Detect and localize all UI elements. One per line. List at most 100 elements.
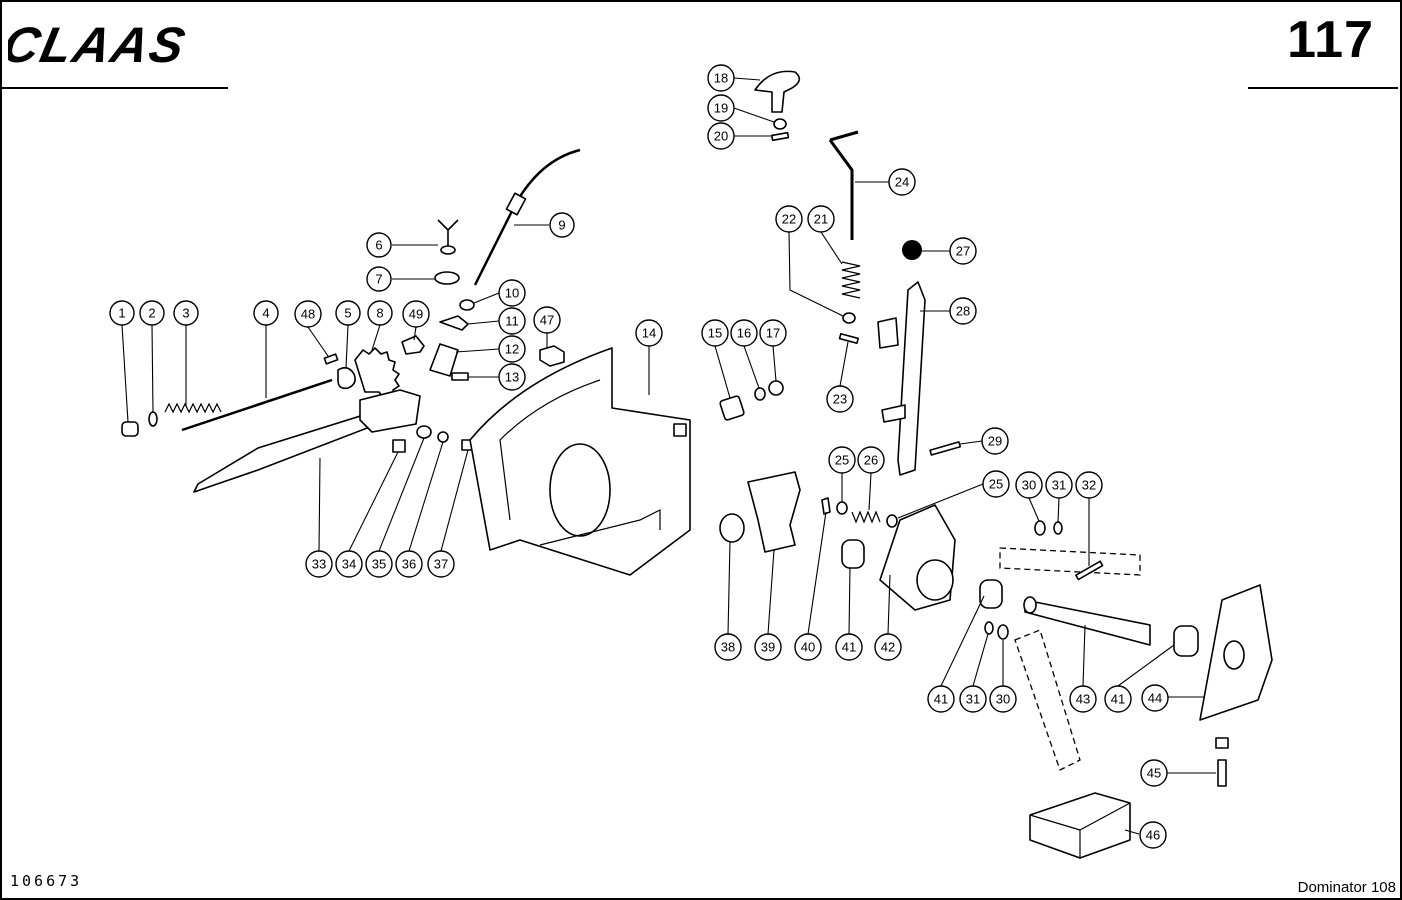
callout-31b: 31 [959,685,987,713]
svg-text:10: 10 [505,286,519,301]
callouts: 1 2 3 4 5 6 7 8 9 10 11 12 13 14 15 16 1… [109,64,1169,849]
svg-text:30: 30 [1022,478,1036,493]
callout-29: 29 [981,427,1009,455]
svg-text:4: 4 [262,306,269,321]
callout-46: 46 [1139,821,1167,849]
part-2-ring [148,411,158,427]
svg-text:14: 14 [642,326,656,341]
svg-text:39: 39 [761,640,775,655]
callout-4: 4 [253,300,279,326]
svg-text:41: 41 [842,640,856,655]
svg-text:38: 38 [721,640,735,655]
svg-text:27: 27 [956,244,970,259]
part-41b-bushing [979,579,1003,609]
svg-text:16: 16 [737,326,751,341]
part-33-lever [193,407,389,493]
callout-17: 17 [759,319,787,347]
callout-44: 44 [1141,684,1169,712]
part-drawings [121,70,1273,859]
svg-text:24: 24 [895,175,909,190]
part-3-spring [164,402,222,414]
part-25a-washer [836,501,848,515]
part-26-spring [851,510,881,524]
svg-text:36: 36 [402,557,416,572]
callout-36: 36 [395,550,423,578]
callout-14: 14 [635,319,663,347]
dashed-shaft [999,547,1141,576]
part-45-bolt [1215,737,1229,787]
part-25b-washer [886,514,898,528]
part-24-rod [828,130,859,240]
callout-39: 39 [754,633,782,661]
callout-25b: 25 [982,470,1010,498]
svg-text:6: 6 [375,238,382,253]
part-31a-washer [1053,521,1063,535]
callout-33: 33 [305,550,333,578]
callout-22: 22 [775,205,803,233]
part-10-nut [459,299,475,311]
svg-text:7: 7 [375,272,382,287]
svg-text:40: 40 [801,640,815,655]
callout-41a: 41 [835,633,863,661]
part-22-nut [842,312,856,324]
part-41c-bushing [1173,625,1199,657]
svg-text:11: 11 [505,314,519,329]
svg-text:21: 21 [814,212,828,227]
svg-text:13: 13 [505,370,519,385]
part-36-washer [437,431,449,443]
svg-text:17: 17 [766,326,780,341]
svg-text:42: 42 [881,640,895,655]
part-17-nut [768,380,784,396]
callout-24: 24 [888,168,916,196]
callout-34: 34 [335,550,363,578]
svg-text:22: 22 [782,212,796,227]
svg-text:30: 30 [996,692,1010,707]
callout-18: 18 [707,64,735,92]
callout-7: 7 [366,266,392,292]
part-46-edge [1029,814,1081,831]
callout-41c: 41 [1104,685,1132,713]
svg-text:43: 43 [1076,692,1090,707]
part-14-stud [673,423,687,437]
part-14-base [539,509,661,546]
svg-text:28: 28 [956,304,970,319]
callout-27: 27 [949,237,977,265]
callout-43: 43 [1069,685,1097,713]
svg-text:45: 45 [1147,766,1161,781]
svg-text:2: 2 [148,306,155,321]
part-12-clevis [429,343,459,377]
drawing-number: 106673 [10,872,83,890]
callout-35: 35 [365,550,393,578]
claas-logo: CLAAS [0,14,238,79]
part-23-pin [838,332,860,345]
svg-text:26: 26 [864,453,878,468]
callout-19: 19 [707,94,735,122]
page-number: 117 [1287,11,1374,69]
svg-text:15: 15 [708,326,722,341]
part-27-boot [902,240,922,260]
svg-text:37: 37 [434,557,448,572]
svg-text:1: 1 [118,306,125,321]
callout-9: 9 [549,212,575,238]
callout-10: 10 [498,279,526,307]
part-19-nut [773,118,787,130]
part-13-pin [451,372,469,381]
callout-3: 3 [173,300,199,326]
part-6-wing-bolt [437,219,459,248]
callout-1: 1 [109,300,135,326]
callout-42: 42 [874,633,902,661]
part-41a-bushing [841,539,865,569]
svg-text:31: 31 [1052,478,1066,493]
part-48-pin [323,353,339,365]
svg-text:31: 31 [966,692,980,707]
callout-26: 26 [857,446,885,474]
part-31b-washer [984,621,994,635]
callout-41b: 41 [927,685,955,713]
callout-21: 21 [807,205,835,233]
callout-13: 13 [498,363,526,391]
part-20-pin [770,131,790,142]
part-34-bolt [392,439,406,453]
part-9-cable-end [505,192,527,216]
